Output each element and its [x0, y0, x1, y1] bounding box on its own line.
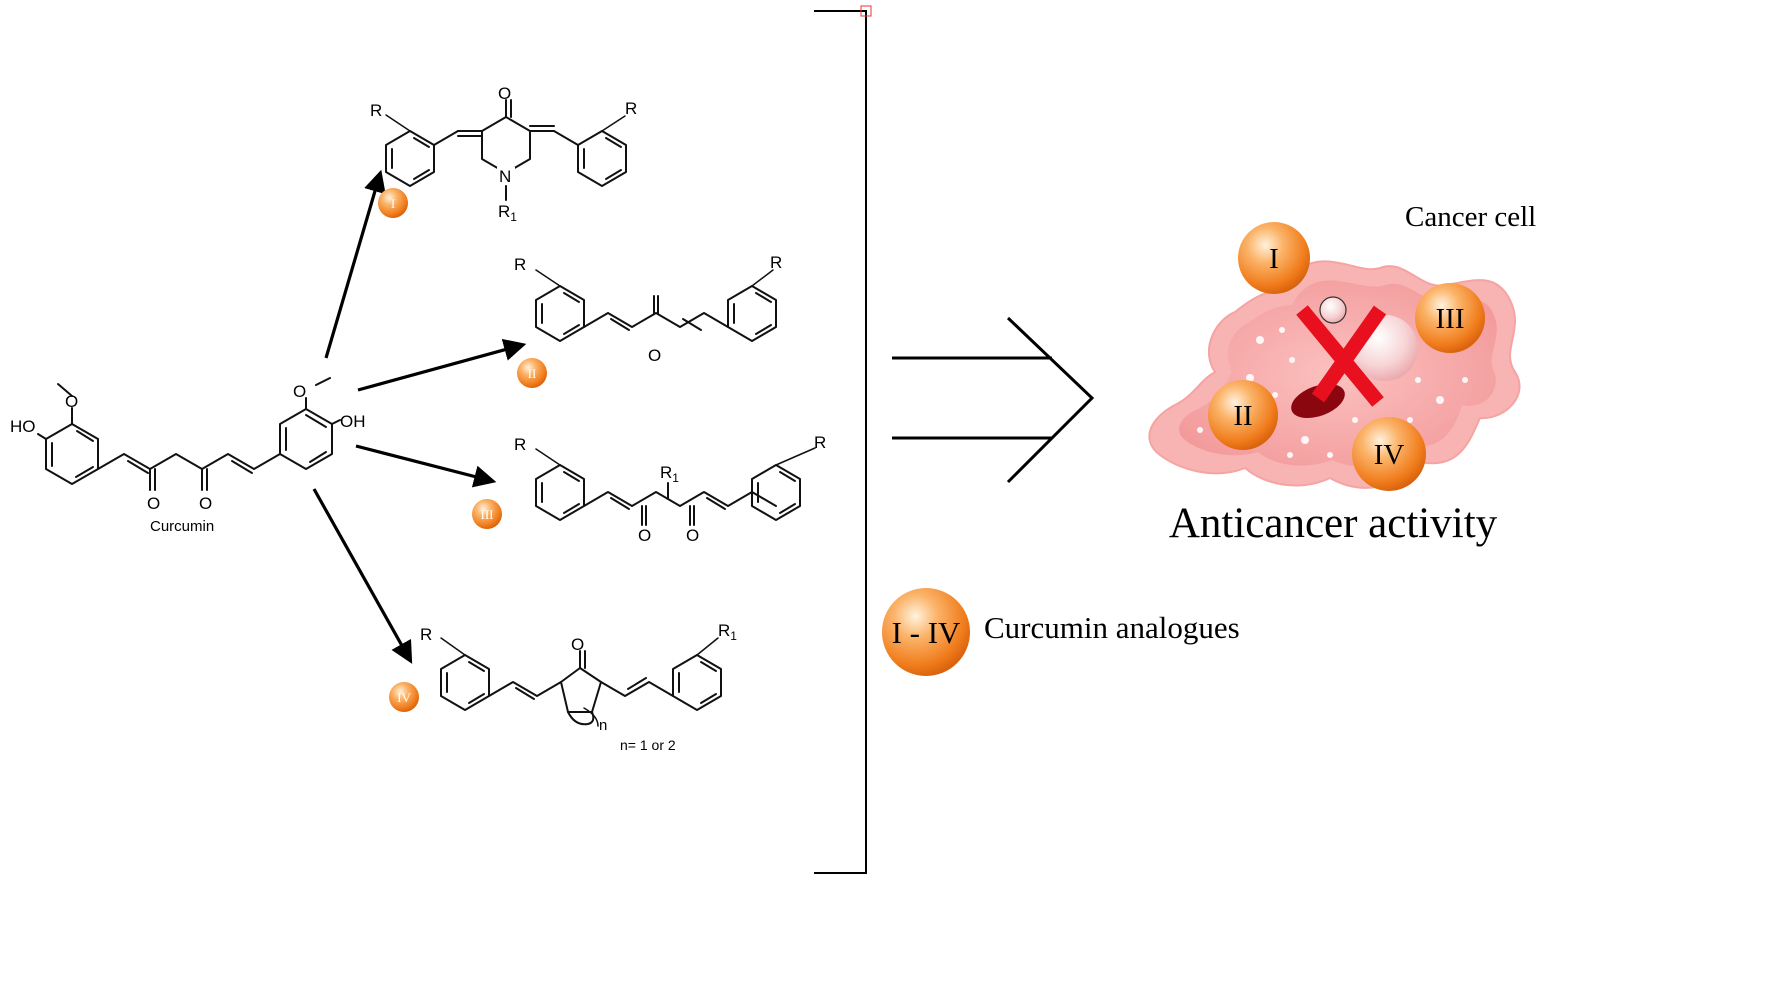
analogue-3-r1: R1 [660, 463, 679, 485]
analogue-1-r1: R1 [498, 202, 517, 224]
analogue-4-r1: R1 [718, 621, 737, 643]
badge-analogue-3: III [472, 499, 502, 529]
svg-text:III: III [1436, 303, 1465, 335]
analogue-3-r-right: R [814, 433, 826, 452]
curcumin-structure: O HO O O O OH Curcumin [10, 377, 366, 535]
cell-marker-4: IV [1352, 417, 1426, 491]
curcumin-oh-right: OH [340, 412, 366, 431]
legend-badge: I - IV [882, 588, 970, 676]
analogue-4-o: O [571, 635, 584, 654]
svg-text:I - IV: I - IV [892, 615, 961, 650]
anticancer-caption: Anticancer activity [1169, 500, 1498, 547]
analogue-3-o1: O [638, 526, 651, 545]
reaction-arrows [312, 169, 527, 664]
analogue-3-structure: R O O R1 R [514, 433, 826, 545]
analogue-1-o: O [498, 84, 511, 103]
curcumin-ho-left: HO [10, 417, 36, 436]
analogue-2-o: O [648, 346, 661, 365]
badge-analogue-1: I [378, 188, 408, 218]
analogue-3-r-left: R [514, 435, 526, 454]
svg-text:IV: IV [1374, 439, 1405, 471]
cell-marker-3: III [1415, 283, 1485, 353]
cross-mark [1296, 305, 1387, 407]
analogue-2-structure: R O R [514, 253, 782, 365]
analogue-4-r-left: R [420, 625, 432, 644]
badge-analogue-4: IV [389, 682, 419, 712]
badge-analogue-2: II [517, 358, 547, 388]
svg-text:I: I [391, 196, 395, 211]
analogue-1-r-right: R [625, 99, 637, 118]
curcumin-label: Curcumin [150, 518, 214, 535]
svg-text:I: I [1269, 243, 1279, 275]
legend-label: Curcumin analogues [984, 610, 1240, 645]
cell-nucleus [1291, 383, 1345, 419]
analogue-2-r-left: R [514, 255, 526, 274]
svg-text:II: II [528, 366, 537, 381]
analogue-1-structure: R O N R1 R [370, 84, 637, 224]
analogue-1-r-left: R [370, 101, 382, 120]
grouping-bracket [814, 5, 872, 874]
legend: I - IV Curcumin analogues [882, 588, 1240, 676]
analogue-4-n-note: n= 1 or 2 [620, 737, 676, 753]
analogue-2-r-right: R [770, 253, 782, 272]
svg-text:IV: IV [397, 690, 411, 705]
curcumin-ketone-o2: O [199, 494, 212, 513]
cell-marker-1: I [1238, 222, 1310, 294]
analogue-4-structure: R O n R1 n= 1 or 2 [420, 621, 737, 753]
analogue-3-o2: O [686, 526, 699, 545]
analogue-1-n: N [499, 167, 511, 186]
svg-text:II: II [1233, 400, 1252, 432]
svg-text:III: III [481, 507, 494, 522]
methoxy-o-right: O [293, 382, 306, 401]
cancer-cell-illustration: Cancer cell I III [1148, 201, 1536, 547]
implies-arrow [892, 316, 1095, 484]
curcumin-ketone-o1: O [147, 494, 160, 513]
cell-marker-2: II [1208, 380, 1278, 450]
cancer-cell-title: Cancer cell [1405, 201, 1536, 233]
analogue-4-n: n [599, 717, 607, 734]
methoxy-o-left: O [65, 392, 78, 411]
